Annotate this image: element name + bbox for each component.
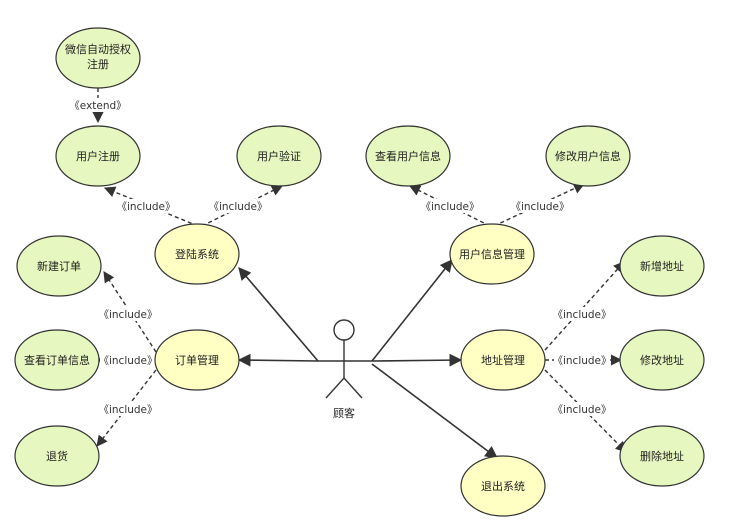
usecase-wechat-auth[interactable]: 微信自动授权 注册 <box>55 27 141 89</box>
label-include-addr-edit: 《include》 <box>552 353 612 367</box>
actor-customer[interactable]: 顾客 <box>318 319 372 420</box>
usecase-register-label: 用户注册 <box>76 149 120 163</box>
usecase-view-order-info-label: 查看订单信息 <box>24 353 90 367</box>
usecase-new-order[interactable]: 新建订单 <box>16 235 102 297</box>
label-include-login-register: 《include》 <box>116 199 176 213</box>
actor-left-leg <box>325 377 345 399</box>
include-label: 《include》 <box>208 201 267 213</box>
include-label: 《include》 <box>552 404 611 416</box>
usecase-order-mgmt[interactable]: 订单管理 <box>154 329 240 391</box>
label-include-login-verify: 《include》 <box>208 199 268 213</box>
usecase-user-info-mgmt[interactable]: 用户信息管理 <box>449 223 535 285</box>
label-extend: 《extend》 <box>69 98 127 112</box>
include-edge-order-new <box>103 271 157 353</box>
usecase-logout-label: 退出系统 <box>481 479 525 493</box>
label-include-order-view: 《include》 <box>98 353 158 367</box>
label-include-addr-delete: 《include》 <box>552 402 612 416</box>
label-include-info-view: 《include》 <box>420 199 480 213</box>
usecase-delete-address[interactable]: 删除地址 <box>619 425 705 487</box>
usecase-wechat-auth-label-line1: 微信自动授权 <box>65 42 131 56</box>
label-include-addr-add: 《include》 <box>552 307 612 321</box>
usecase-add-address[interactable]: 新增地址 <box>619 235 705 297</box>
usecase-view-user-info[interactable]: 查看用户信息 <box>365 125 451 187</box>
include-label: 《include》 <box>98 355 157 367</box>
actor-right-leg <box>343 377 363 399</box>
include-label: 《include》 <box>98 404 157 416</box>
usecase-edit-user-info-label: 修改用户信息 <box>555 149 621 163</box>
usecase-order-mgmt-label: 订单管理 <box>175 353 219 367</box>
usecase-edit-address-label: 修改地址 <box>640 353 684 367</box>
include-label: 《include》 <box>116 201 175 213</box>
usecase-address-mgmt[interactable]: 地址管理 <box>460 329 546 391</box>
usecase-wechat-auth-label-line2: 注册 <box>87 57 109 71</box>
assoc-actor-login <box>238 267 319 362</box>
usecase-add-address-label: 新增地址 <box>640 259 684 273</box>
include-label: 《include》 <box>510 201 569 213</box>
usecase-user-info-mgmt-label: 用户信息管理 <box>459 247 525 261</box>
usecase-view-user-info-label: 查看用户信息 <box>375 149 441 163</box>
usecase-refund-label: 退货 <box>46 449 68 463</box>
usecase-verify-label: 用户验证 <box>257 149 301 163</box>
assoc-actor-logout <box>371 363 499 459</box>
label-include-order-refund: 《include》 <box>98 402 158 416</box>
label-include-info-edit: 《include》 <box>510 199 570 213</box>
usecase-register[interactable]: 用户注册 <box>55 125 141 187</box>
assoc-actor-address <box>371 353 463 367</box>
usecase-edit-address[interactable]: 修改地址 <box>619 329 705 391</box>
usecase-logout[interactable]: 退出系统 <box>460 455 546 517</box>
usecase-refund[interactable]: 退货 <box>14 425 100 487</box>
extend-label: 《extend》 <box>69 100 126 112</box>
usecase-delete-address-label: 删除地址 <box>640 449 684 463</box>
assoc-actor-user-info <box>371 258 453 362</box>
actor-head <box>333 319 355 341</box>
usecase-verify[interactable]: 用户验证 <box>236 125 322 187</box>
include-label: 《include》 <box>552 309 611 321</box>
usecase-view-order-info[interactable]: 查看订单信息 <box>14 329 100 391</box>
usecase-address-mgmt-label: 地址管理 <box>481 353 525 367</box>
include-label: 《include》 <box>552 355 611 367</box>
usecase-login[interactable]: 登陆系统 <box>154 223 240 285</box>
include-edge-order-refund <box>96 369 157 447</box>
assoc-actor-order <box>237 353 319 367</box>
usecase-login-label: 登陆系统 <box>175 247 219 261</box>
usecase-edit-user-info[interactable]: 修改用户信息 <box>545 125 631 187</box>
usecase-new-order-label: 新建订单 <box>37 259 81 273</box>
include-edge-addr-add <box>544 261 625 351</box>
label-include-order-new: 《include》 <box>98 307 158 321</box>
actor-label: 顾客 <box>333 406 355 420</box>
include-label: 《include》 <box>98 309 157 321</box>
include-label: 《include》 <box>420 201 479 213</box>
